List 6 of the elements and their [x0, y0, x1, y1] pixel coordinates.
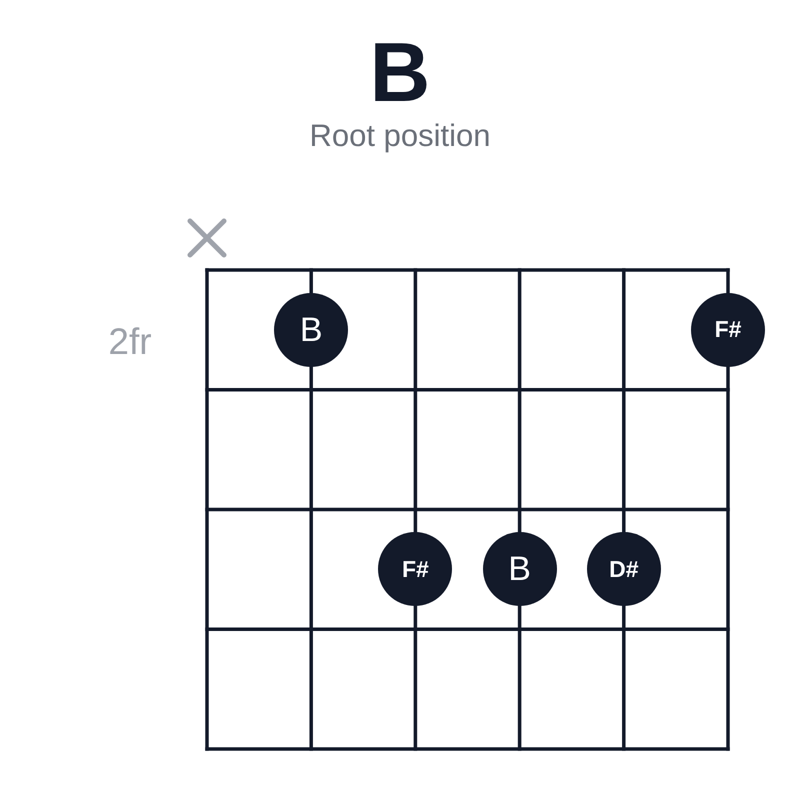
note-name: B: [300, 312, 323, 347]
note-name: F#: [402, 558, 429, 581]
note-name: D#: [609, 558, 638, 581]
fret-number: 2fr: [107, 320, 153, 364]
note-name: F#: [714, 318, 742, 342]
note-name: B: [508, 552, 531, 586]
